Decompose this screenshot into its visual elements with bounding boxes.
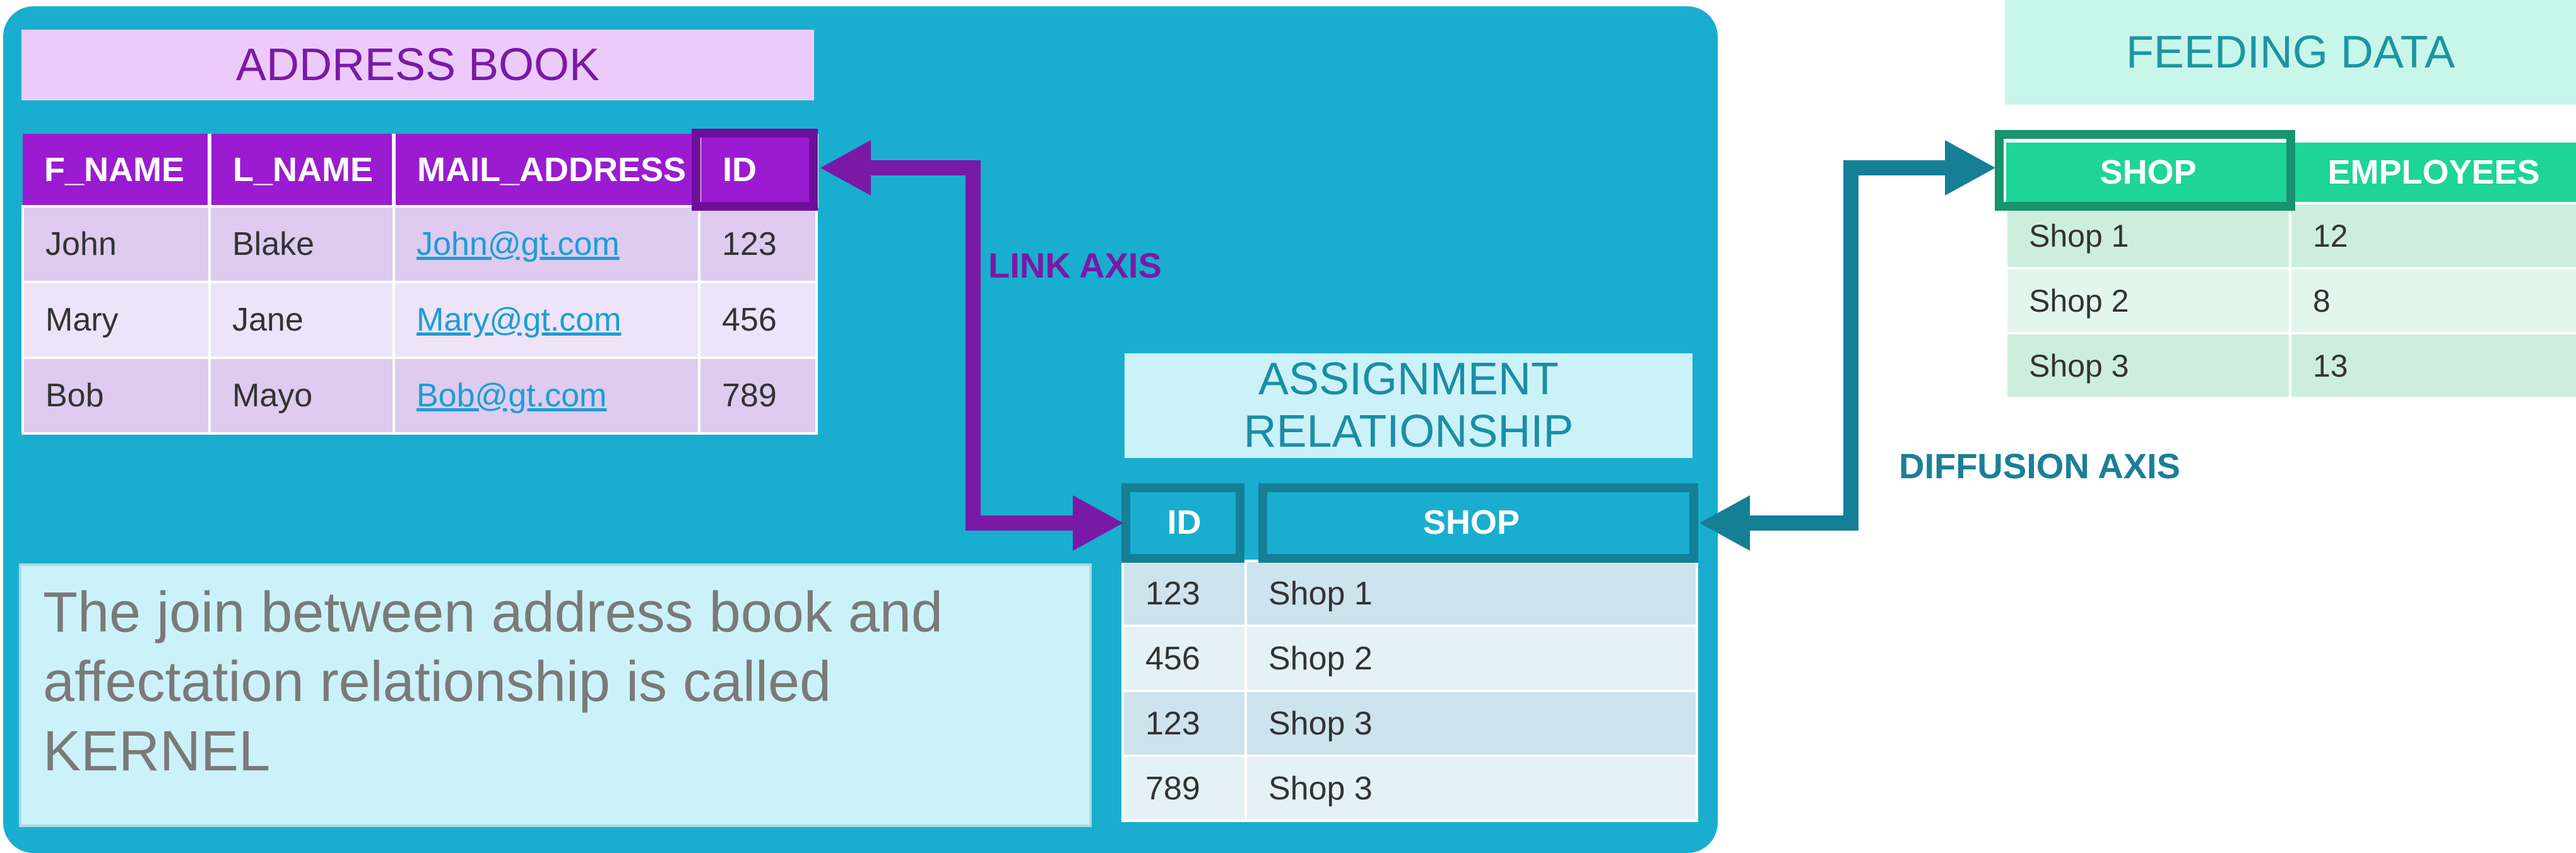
- email-link[interactable]: Bob@gt.com: [393, 356, 700, 435]
- table-row: Shop 1 12: [2005, 202, 2576, 269]
- email-link[interactable]: John@gt.com: [393, 205, 700, 283]
- header-l-name: L_NAME: [210, 134, 396, 206]
- cell-shop: Shop 3: [2005, 332, 2291, 399]
- table-row: Shop 3 13: [2005, 332, 2576, 399]
- cell-shop: Shop 3: [1244, 755, 1698, 822]
- cell-employees: 8: [2289, 267, 2576, 334]
- cell-shop: Shop 1: [1244, 560, 1698, 627]
- cell-shop: Shop 2: [2005, 267, 2291, 334]
- assignment-title: ASSIGNMENT RELATIONSHIP: [1125, 353, 1693, 458]
- feeding-data-table: SHOP EMPLOYEES Shop 1 12 Shop 2 8 Shop 3…: [2005, 143, 2576, 399]
- diffusion-axis-label: DIFFUSION AXIS: [1899, 446, 2180, 486]
- assignment-title-line2: RELATIONSHIP: [1243, 406, 1574, 457]
- cell-shop: Shop 2: [1244, 625, 1698, 692]
- feeding-shop-highlight: [1995, 130, 2295, 211]
- cell-shop: Shop 3: [1244, 690, 1698, 757]
- table-header-row: ID SHOP: [1123, 485, 1697, 561]
- assignment-shop-highlight: [1258, 483, 1698, 563]
- header-id: ID: [1123, 485, 1246, 561]
- cell-l-name: Jane: [208, 281, 395, 359]
- cell-id: 123: [1121, 690, 1247, 757]
- header-f-name: F_NAME: [23, 134, 211, 206]
- table-row: Mary Jane Mary@gt.com 456: [21, 281, 818, 359]
- cell-id: 456: [1121, 625, 1247, 692]
- header-id: ID: [699, 134, 818, 206]
- cell-id: 123: [1121, 560, 1247, 627]
- table-row: 123 Shop 1: [1121, 560, 1698, 627]
- table-header-row: F_NAME L_NAME MAIL_ADDRESS ID: [23, 134, 818, 206]
- address-book-table: F_NAME L_NAME MAIL_ADDRESS ID John Blake…: [21, 134, 818, 435]
- cell-f-name: John: [21, 205, 211, 283]
- feeding-data-title: FEEDING DATA: [2005, 0, 2576, 105]
- header-employees: EMPLOYEES: [2290, 143, 2576, 203]
- cell-id: 123: [698, 205, 818, 283]
- table-header-row: SHOP EMPLOYEES: [2006, 143, 2576, 203]
- cell-id: 456: [698, 281, 818, 359]
- assignment-id-highlight: [1121, 483, 1244, 563]
- cell-id: 789: [1121, 755, 1247, 822]
- cell-f-name: Mary: [21, 281, 211, 359]
- table-row: 123 Shop 3: [1121, 690, 1698, 757]
- cell-f-name: Bob: [21, 356, 211, 435]
- header-shop: SHOP: [2006, 143, 2290, 203]
- table-row: 789 Shop 3: [1121, 755, 1698, 822]
- table-row: Bob Mayo Bob@gt.com 789: [21, 356, 818, 435]
- table-row: Shop 2 8: [2005, 267, 2576, 334]
- cell-l-name: Mayo: [208, 356, 395, 435]
- assignment-table: ID SHOP 123 Shop 1 456 Shop 2 123 Shop 3…: [1121, 485, 1698, 822]
- cell-employees: 13: [2289, 332, 2576, 399]
- assignment-title-line1: ASSIGNMENT: [1258, 354, 1559, 405]
- kernel-note: The join between address book and affect…: [19, 563, 1092, 827]
- diffusion-axis-arrow: [1699, 140, 1995, 551]
- cell-shop: Shop 1: [2005, 202, 2291, 269]
- cell-employees: 12: [2289, 202, 2576, 269]
- cell-id: 789: [698, 356, 818, 435]
- email-link[interactable]: Mary@gt.com: [393, 281, 700, 359]
- address-id-highlight: [692, 129, 818, 211]
- link-axis-label: LINK AXIS: [988, 245, 1162, 285]
- link-axis-arrow: [820, 140, 1123, 551]
- header-mail-address: MAIL_ADDRESS: [394, 134, 701, 206]
- header-shop: SHOP: [1246, 485, 1697, 561]
- table-row: John Blake John@gt.com 123: [21, 205, 818, 283]
- address-book-title: ADDRESS BOOK: [21, 30, 814, 100]
- cell-l-name: Blake: [208, 205, 395, 283]
- table-row: 456 Shop 2: [1121, 625, 1698, 692]
